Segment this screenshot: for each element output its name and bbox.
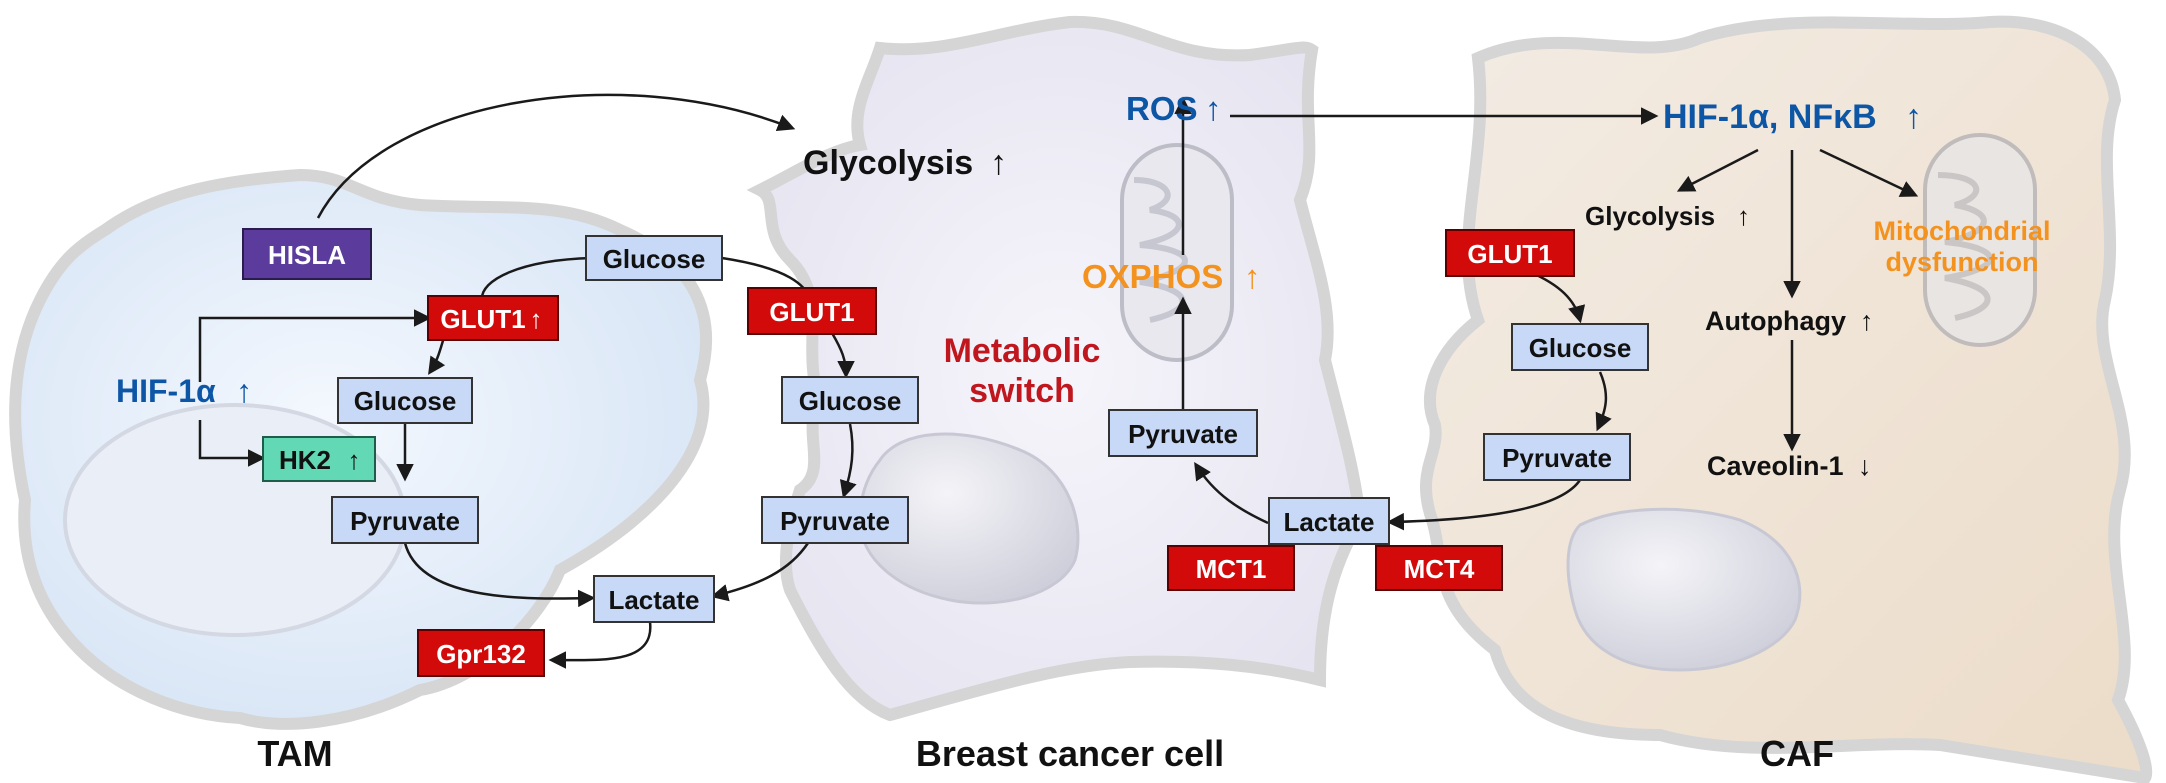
arrow-hif-mito xyxy=(1819,148,1919,197)
tam-pyruvate-box: Pyruvate xyxy=(331,496,479,544)
caf-pyruvate-box: Pyruvate xyxy=(1483,433,1631,481)
caf-autophagy-up-arrow: ↑ xyxy=(1860,306,1874,336)
tam-hk2-up-arrow: ↑ xyxy=(348,445,361,475)
tam-pyruvate-label: Pyruvate xyxy=(350,506,460,536)
caf-mito-line2: dysfunction xyxy=(1886,247,2039,277)
tam-hif-label: HIF-1α ↑ xyxy=(116,373,252,409)
shared-glucose-label: Glucose xyxy=(603,244,706,274)
tam-hk2-label: HK2 xyxy=(279,445,331,475)
tam-lactate-label: Lactate xyxy=(608,585,699,615)
mct4-box: MCT4 xyxy=(1375,545,1503,591)
arrow-hif-glycolysis xyxy=(1676,148,1759,192)
switch-line1: Metabolic xyxy=(944,332,1101,370)
tam-glut1-up-arrow: ↑ xyxy=(530,304,543,334)
tam-glut1-box: GLUT1 ↑ xyxy=(427,295,559,341)
ros-text: ROS xyxy=(1126,90,1198,127)
cancer-glut1-box: GLUT1 xyxy=(747,287,877,335)
mct1-label: MCT1 xyxy=(1196,554,1267,584)
oxphos-label: OXPHOS ↑ xyxy=(1082,258,1261,295)
caf-caveolin-label: Caveolin-1 ↓ xyxy=(1707,451,1872,481)
tam-cell-label: TAM xyxy=(257,733,332,774)
arrow-caf-glucose-pyruvate xyxy=(1595,371,1612,432)
caf-hif-nfkb-text: HIF-1α, NFκB xyxy=(1663,98,1877,136)
mct1-box: MCT1 xyxy=(1167,545,1295,591)
caf-cell-label: CAF xyxy=(1760,733,1834,774)
shared-glucose-box: Glucose xyxy=(585,235,723,281)
cancer-lactate-box: Lactate xyxy=(1268,497,1390,545)
caf-caveolin-text: Caveolin-1 xyxy=(1707,451,1844,481)
tam-hk2-box: HK2 ↑ xyxy=(262,436,376,482)
caf-nucleus xyxy=(1566,507,1802,672)
arrow-lactate-pyruvate2 xyxy=(1194,462,1269,525)
caf-mito-dysfunction-label: Mitochondrial dysfunction xyxy=(1874,216,2051,277)
cancer-glycolysis-up-arrow: ↑ xyxy=(990,144,1007,182)
caf-glucose-box: Glucose xyxy=(1511,323,1649,371)
cancer-pyruvate2-box: Pyruvate xyxy=(1108,409,1258,457)
cancer-pyruvate-label: Pyruvate xyxy=(780,506,890,536)
ros-up-arrow: ↑ xyxy=(1205,90,1222,127)
caf-mito-line1: Mitochondrial xyxy=(1874,216,2051,246)
metabolic-switch-label: Metabolic switch xyxy=(944,332,1101,410)
tam-glut1-label: GLUT1 xyxy=(440,304,525,334)
ros-label: ROS ↑ xyxy=(1126,90,1222,127)
cancer-glycolysis-label: Glycolysis ↑ xyxy=(803,144,1007,182)
tam-gpr132-box: Gpr132 xyxy=(417,629,545,677)
caf-hif-nfkb-label: HIF-1α, NFκB ↑ xyxy=(1663,98,1922,136)
cancer-lactate-label: Lactate xyxy=(1283,507,1374,537)
mct4-label: MCT4 xyxy=(1404,554,1475,584)
cancer-pyruvate-box: Pyruvate xyxy=(761,496,909,544)
caf-autophagy-text: Autophagy xyxy=(1705,306,1846,336)
tam-hif-text: HIF-1α xyxy=(116,373,216,409)
caf-glut1-label: GLUT1 xyxy=(1467,239,1552,269)
arrow-cancer-pyruvate-lactate xyxy=(710,542,810,602)
caf-autophagy-label: Autophagy ↑ xyxy=(1705,306,1874,336)
cancer-cell-label: Breast cancer cell xyxy=(916,733,1224,774)
caf-pyruvate-label: Pyruvate xyxy=(1502,443,1612,473)
arrow-shared-glucose-glut1 xyxy=(480,256,593,301)
hisla-label: HISLA xyxy=(268,240,346,270)
oxphos-up-arrow: ↑ xyxy=(1244,258,1261,295)
cancer-pyruvate2-label: Pyruvate xyxy=(1128,419,1238,449)
arrow-caf-pyruvate-lactate xyxy=(1386,479,1582,531)
arrow-cancer-glut1-glucose xyxy=(830,332,855,379)
cancer-glucose-label: Glucose xyxy=(799,386,902,416)
caf-hif-nfkb-up-arrow: ↑ xyxy=(1905,98,1922,136)
tam-hif-up-arrow: ↑ xyxy=(236,373,252,409)
tam-glucose-label: Glucose xyxy=(354,386,457,416)
caf-glycolysis-text: Glycolysis xyxy=(1585,201,1715,231)
caf-caveolin-down-arrow: ↓ xyxy=(1858,451,1872,481)
tam-lactate-box: Lactate xyxy=(593,575,715,623)
arrows xyxy=(198,93,1919,669)
tam-gpr132-label: Gpr132 xyxy=(436,639,526,669)
caf-glycolysis-up-arrow: ↑ xyxy=(1737,201,1750,231)
hisla-box: HISLA xyxy=(242,228,372,280)
arrow-lactate-gpr132 xyxy=(548,621,652,669)
cancer-glucose-box: Glucose xyxy=(781,376,919,424)
caf-glut1-box: GLUT1 xyxy=(1445,229,1575,277)
switch-line2: switch xyxy=(969,372,1075,410)
arrow-hisla-glycolysis xyxy=(316,93,796,219)
caf-mitochondrion xyxy=(1923,133,2037,347)
arrow-hif-glut1 xyxy=(198,309,432,382)
arrow-hif-hk2 xyxy=(198,420,266,467)
cancer-glycolysis-text: Glycolysis xyxy=(803,144,973,182)
arrow-cancer-glucose-pyruvate xyxy=(839,423,857,499)
oxphos-text: OXPHOS xyxy=(1082,258,1223,295)
caf-glycolysis-label: Glycolysis ↑ xyxy=(1585,201,1750,231)
arrow-tam-pyruvate-lactate xyxy=(403,542,596,608)
caf-glucose-label: Glucose xyxy=(1529,333,1632,363)
tam-glucose-box: Glucose xyxy=(337,377,473,424)
cancer-glut1-label: GLUT1 xyxy=(769,297,854,327)
cancer-mitochondrion xyxy=(1120,143,1234,362)
